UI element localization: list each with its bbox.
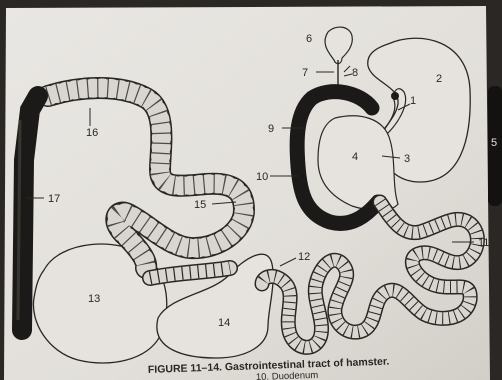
label-11: 11: [478, 237, 489, 249]
label-10: 10: [256, 171, 268, 183]
label-6: 6: [306, 33, 312, 45]
label-7: 7: [302, 67, 308, 79]
label-5: 5: [491, 137, 497, 149]
label-14: 14: [218, 317, 230, 329]
cardia-marker: [391, 92, 399, 100]
label-13: 13: [88, 293, 100, 305]
label-2: 2: [436, 73, 442, 85]
label-8: 8: [352, 67, 358, 79]
label-1: 1: [410, 95, 416, 107]
label-9: 9: [268, 123, 274, 135]
label-3: 3: [404, 153, 410, 165]
label-4: 4: [352, 151, 358, 163]
label-12: 12: [298, 251, 310, 263]
label-16: 16: [86, 127, 98, 139]
rectum-highlight: [18, 120, 20, 320]
figure-caption-sub: 10. Duodenum: [256, 370, 319, 380]
label-17: 17: [48, 193, 60, 205]
label-15: 15: [194, 199, 206, 211]
